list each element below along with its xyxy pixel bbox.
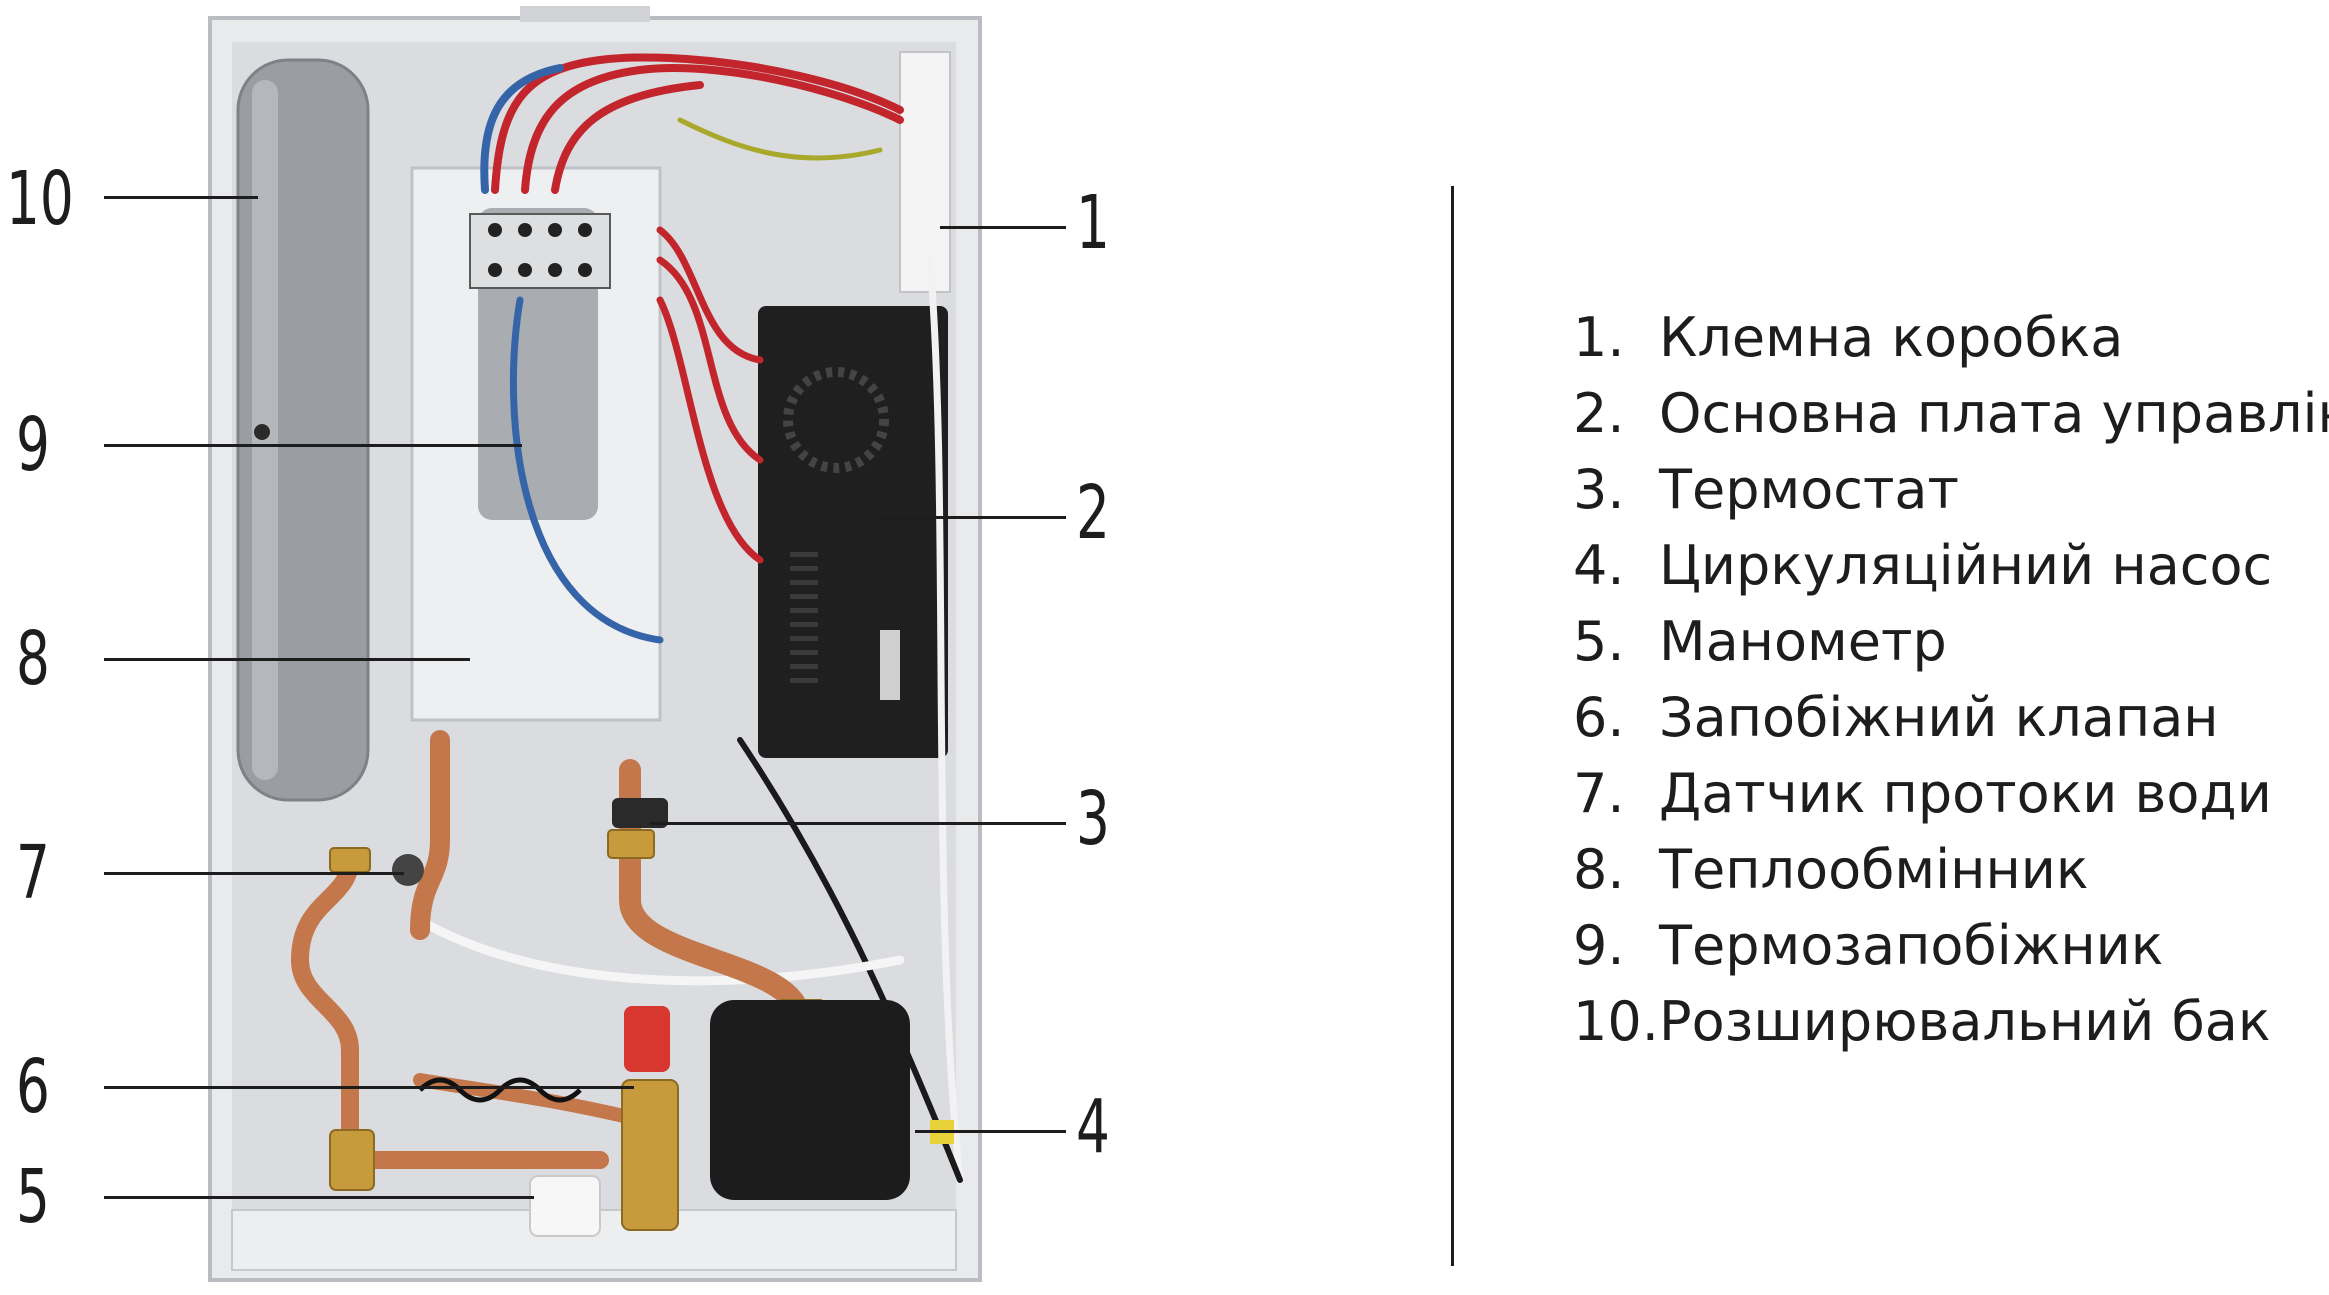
flow-sensor: [392, 854, 424, 886]
leader-line-3: [650, 822, 1066, 825]
legend-item: 6.Запобіжний клапан: [1573, 686, 2219, 749]
sensor-cable-coil: [418, 1077, 582, 1103]
callout-3: 3: [1076, 776, 1110, 862]
leader-line-5: [104, 1196, 534, 1199]
thermostat: [612, 798, 668, 828]
callout-10: 10: [6, 156, 74, 242]
control-board: [758, 306, 948, 758]
terminal-screws: [488, 223, 592, 277]
boiler-photo: [208, 6, 982, 1282]
leader-line-8: [104, 658, 470, 661]
legend-item: 7.Датчик протоки води: [1573, 762, 2272, 825]
circulation-pump: [710, 1000, 910, 1200]
top-bracket: [520, 6, 650, 22]
legend-item: 8.Теплообмінник: [1573, 838, 2089, 901]
callout-5: 5: [16, 1154, 50, 1240]
leader-line-10: [104, 196, 258, 199]
callout-7: 7: [16, 830, 50, 916]
legend-item: 9.Термозапобіжник: [1573, 914, 2164, 977]
callout-4: 4: [1076, 1084, 1110, 1170]
legend-item: 10.Розширювальний бак: [1573, 990, 2271, 1053]
callout-6: 6: [16, 1044, 50, 1130]
legend-item: 5.Манометр: [1573, 610, 1947, 673]
callout-9: 9: [16, 402, 50, 488]
leader-line-1: [940, 226, 1066, 229]
leader-line-7: [104, 872, 404, 875]
leader-line-6: [104, 1086, 634, 1089]
pressure-gauge: [529, 1175, 601, 1237]
legend-item: 2.Основна плата управління: [1573, 382, 2329, 445]
leader-line-4: [915, 1130, 1066, 1133]
callout-2: 2: [1076, 470, 1110, 556]
expansion-tank-bolt: [254, 424, 270, 440]
board-label: [880, 630, 900, 700]
wiring: [415, 53, 964, 1184]
board-vents: [790, 552, 818, 683]
legend-item: 1.Клемна коробка: [1573, 306, 2124, 369]
callout-1: 1: [1076, 180, 1110, 266]
callout-8: 8: [16, 616, 50, 702]
legend-item: 3.Термостат: [1573, 458, 1959, 521]
board-fan-grille: [783, 367, 889, 473]
legend-item: 4.Циркуляційний насос: [1573, 534, 2273, 597]
components-legend: 1.Клемна коробка 2.Основна плата управлі…: [1573, 300, 2329, 1060]
leader-line-9: [104, 444, 522, 447]
leader-line-2: [880, 516, 1066, 519]
terminal-panel: [899, 51, 951, 293]
safety-valve: [624, 1006, 670, 1072]
vertical-divider: [1451, 186, 1454, 1266]
